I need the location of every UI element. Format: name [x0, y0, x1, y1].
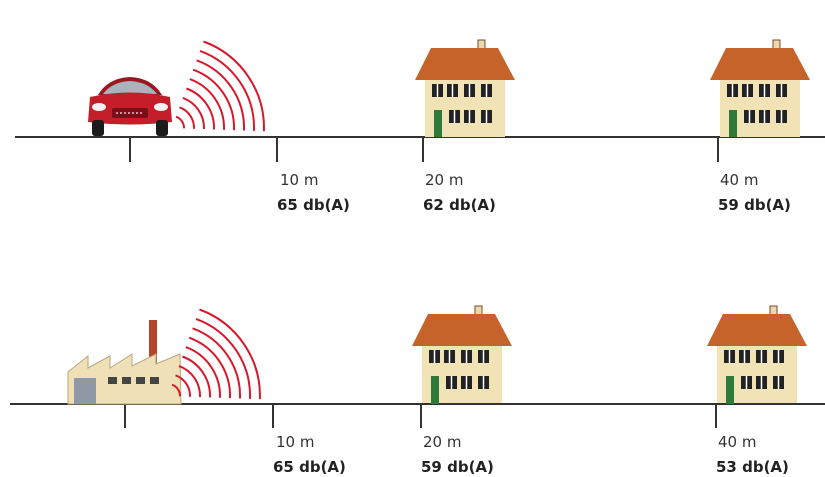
level-label: 53 db(A) [716, 458, 789, 476]
sound-wave-arc [185, 346, 222, 398]
sound-wave-arc [199, 308, 261, 400]
sound-wave-arc [196, 59, 246, 131]
factory-icon [67, 320, 182, 405]
sound-waves [175, 40, 265, 132]
sound-wave-arc [188, 336, 232, 399]
sound-wave-arc [182, 355, 212, 398]
distance-label: 40 m [720, 171, 758, 189]
sound-wave-arc [189, 78, 226, 130]
house-icon [707, 305, 807, 404]
level-label: 59 db(A) [718, 196, 791, 214]
sound-wave-arc [178, 364, 202, 398]
house-icon [710, 39, 810, 137]
sound-wave-arc [195, 317, 252, 399]
sound-wave-arc [199, 49, 256, 131]
car-icon [88, 77, 172, 136]
distance-label: 10 m [280, 171, 318, 189]
distance-label: 10 m [276, 433, 314, 451]
distance-label: 40 m [718, 433, 756, 451]
distance-label: 20 m [425, 171, 463, 189]
sound-wave-arc [179, 106, 196, 129]
sound-wave-arc [171, 383, 181, 397]
house-icon [415, 39, 515, 137]
house-icon [412, 305, 512, 404]
level-label: 65 db(A) [273, 458, 346, 476]
sound-wave-arc [203, 40, 265, 132]
sound-waves [171, 308, 261, 400]
sound-wave-arc [192, 68, 236, 131]
level-label: 62 db(A) [423, 196, 496, 214]
sound-wave-arc [192, 327, 242, 399]
sound-wave-arc [186, 87, 216, 130]
sound-wave-arc [175, 374, 192, 397]
sound-wave-arc [175, 115, 185, 129]
row-car: 10 m 65 db(A) 20 m 62 db(A) 40 m 59 db(A… [15, 39, 825, 214]
level-label: 65 db(A) [277, 196, 350, 214]
distance-label: 20 m [423, 433, 461, 451]
row-factory: 10 m 65 db(A) 20 m 59 db(A) 40 m 53 db(A… [10, 305, 825, 476]
sound-wave-arc [182, 96, 206, 130]
level-label: 59 db(A) [421, 458, 494, 476]
